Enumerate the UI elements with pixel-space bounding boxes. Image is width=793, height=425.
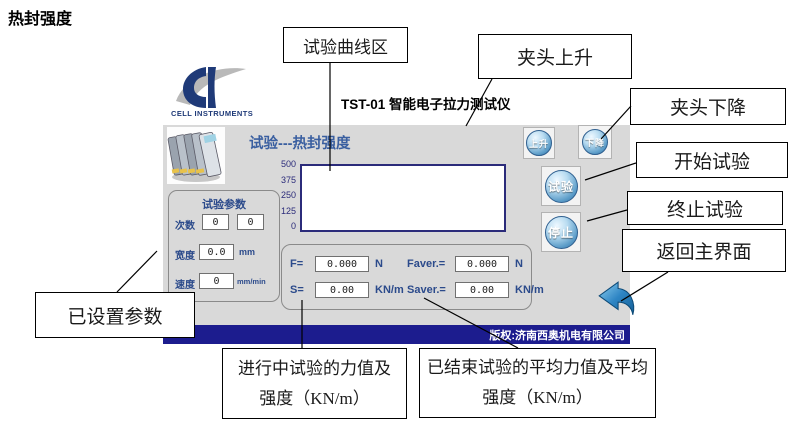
callout-finished-values: 已结束试验的平均力值及平均强度（KN/m） bbox=[419, 348, 656, 418]
count-field-2[interactable] bbox=[237, 214, 264, 230]
count-field-1[interactable] bbox=[202, 214, 229, 230]
force-label: F= bbox=[290, 258, 304, 270]
books-icon-box bbox=[167, 127, 225, 184]
y-tick: 0 bbox=[290, 221, 296, 231]
strength-avg-label: Saver.= bbox=[407, 284, 446, 296]
callout-set-params: 已设置参数 bbox=[35, 292, 195, 338]
back-button[interactable] bbox=[595, 280, 637, 318]
width-label: 宽度 bbox=[175, 251, 195, 262]
chuck-down-button[interactable]: 下降 bbox=[578, 125, 612, 159]
device-title: TST-01 智能电子拉力测试仪 bbox=[341, 97, 511, 112]
stop-test-button[interactable]: 停止 bbox=[541, 212, 581, 252]
test-curve-area bbox=[300, 164, 506, 232]
callout-start-test: 开始试验 bbox=[636, 142, 788, 178]
copyright-bar: 版权:济南西奥机电有限公司 bbox=[163, 325, 630, 344]
force-avg-label: Faver.= bbox=[407, 258, 446, 270]
y-tick: 375 bbox=[280, 174, 296, 185]
chuck-up-button[interactable]: 上升 bbox=[523, 127, 555, 159]
force-field bbox=[315, 256, 369, 272]
force-unit: N bbox=[375, 258, 383, 270]
width-field[interactable] bbox=[199, 244, 234, 260]
strength-field bbox=[315, 282, 369, 298]
test-parameters-title: 试验参数 bbox=[202, 199, 246, 211]
start-test-button[interactable]: 试验 bbox=[541, 166, 581, 206]
strength-label: S= bbox=[290, 284, 304, 296]
strength-unit: KN/m bbox=[375, 284, 404, 296]
callout-chuck-up: 夹头上升 bbox=[478, 34, 632, 79]
brand-name: CELL INSTRUMENTS bbox=[171, 109, 254, 118]
chuck-up-button-label: 上升 bbox=[526, 130, 552, 156]
strength-avg-field bbox=[455, 282, 509, 298]
device-screenshot: CELL INSTRUMENTS TST-01 智能电子拉力测试仪 bbox=[163, 60, 635, 345]
cell-instruments-logo-icon bbox=[176, 67, 246, 108]
readings-box: F= N Faver.= N S= KN/m Saver.= KN/m bbox=[281, 244, 544, 310]
force-avg-unit: N bbox=[515, 258, 523, 270]
force-avg-field bbox=[455, 256, 509, 272]
width-unit: mm bbox=[239, 247, 256, 257]
copyright-text: 版权:济南西奥机电有限公司 bbox=[489, 329, 625, 342]
callout-back-main: 返回主界面 bbox=[622, 229, 786, 272]
back-arrow-icon bbox=[598, 281, 635, 315]
speed-label: 速度 bbox=[175, 280, 195, 291]
leader-line-params bbox=[116, 250, 158, 293]
callout-stop-test: 终止试验 bbox=[627, 191, 783, 225]
speed-unit: mm/min bbox=[237, 277, 266, 286]
chuck-down-button-label: 下降 bbox=[582, 129, 608, 155]
callout-running-values: 进行中试验的力值及强度（KN/m） bbox=[222, 348, 407, 419]
y-tick: 500 bbox=[280, 159, 296, 169]
books-icon bbox=[167, 131, 222, 182]
strength-avg-unit: KN/m bbox=[515, 284, 544, 296]
page-title: 热封强度 bbox=[8, 11, 73, 28]
callout-curve-area: 试验曲线区 bbox=[283, 27, 408, 63]
device-main-panel: 试验---热封强度 上升 下降 500 375 250 125 0 试验 停止 … bbox=[163, 125, 635, 325]
stop-test-button-label: 停止 bbox=[544, 215, 578, 249]
callout-chuck-down: 夹头下降 bbox=[630, 88, 786, 125]
speed-field[interactable] bbox=[199, 273, 234, 289]
count-label: 次数 bbox=[175, 221, 195, 232]
screen-title: 试验---热封强度 bbox=[249, 136, 351, 152]
start-test-button-label: 试验 bbox=[544, 169, 578, 203]
chart-y-axis: 500 375 250 125 0 bbox=[273, 160, 298, 231]
y-tick: 125 bbox=[280, 205, 296, 216]
y-tick: 250 bbox=[280, 190, 296, 200]
test-parameters-box: 试验参数 次数 宽度 mm 速度 mm/min bbox=[168, 190, 280, 302]
